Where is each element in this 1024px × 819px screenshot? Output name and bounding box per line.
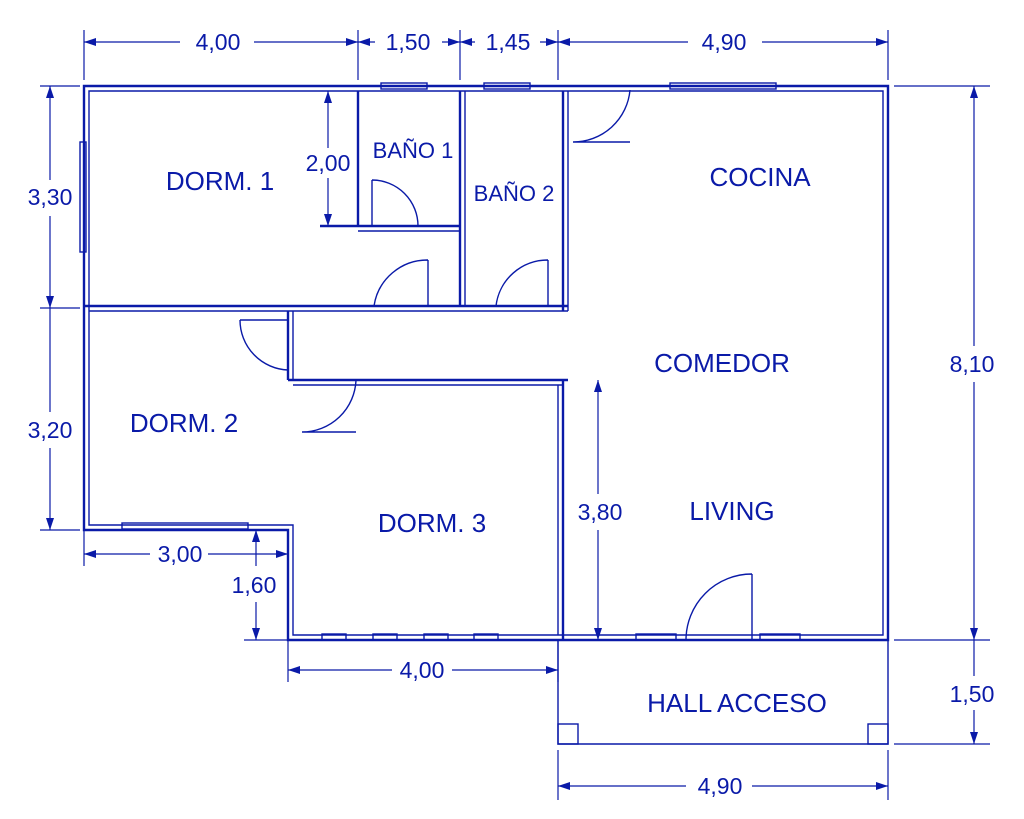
window-living-b [759,633,801,641]
room-label-dorm2: DORM. 2 [130,408,238,438]
hall-column-right [867,723,889,745]
window-bano2 [483,82,531,90]
room-label-hall: HALL ACCESO [647,688,827,718]
hall-outline [557,640,889,745]
window-cocina [669,82,777,90]
dim-bano1-inner: 2,00 [306,150,351,176]
door-dorm3 [301,379,357,433]
room-label-cocina: COCINA [709,162,811,192]
room-label-comedor: COMEDOR [654,348,790,378]
window-living-a [635,633,677,641]
hall-column-left [557,723,579,745]
dim-top-bano2: 1,45 [486,29,531,55]
dimension-arrows [46,38,978,790]
room-label-dorm3: DORM. 3 [378,508,486,538]
dim-dorm2-bottom: 3,00 [158,541,203,567]
door-bano1 [371,179,419,227]
dim-dorm3-drop: 1,60 [232,572,277,598]
dim-top-bano1: 1,50 [386,29,431,55]
dim-hall-height: 1,50 [950,681,995,707]
dim-top-cocina: 4,90 [702,29,747,55]
door-dorm2 [239,319,289,371]
windows [79,82,801,641]
window-dorm3-a [321,633,347,641]
door-bano2 [495,259,549,307]
dim-top-dorm1: 4,00 [196,29,241,55]
window-dorm2 [121,522,249,530]
outer-wall-inner [88,90,884,636]
dim-living-height: 3,80 [578,499,623,525]
window-dorm3-c [423,633,449,641]
room-label-living: LIVING [689,496,774,526]
door-dorm1 [373,259,429,307]
doors [239,89,753,641]
door-living [685,573,753,641]
dim-hall-width: 4,90 [698,773,743,799]
window-dorm3-d [473,633,499,641]
room-label-bano1: BAÑO 1 [373,138,454,163]
room-label-dorm1: DORM. 1 [166,166,274,196]
dim-left-upper: 3,30 [28,184,73,210]
dim-right-total: 8,10 [950,351,995,377]
window-dorm3-b [372,633,398,641]
window-dorm1 [79,141,87,253]
room-label-bano2: BAÑO 2 [474,181,555,206]
door-cocina [572,89,631,143]
dim-left-lower: 3,20 [28,417,73,443]
window-bano1 [380,82,428,90]
dim-dorm3-bottom: 4,00 [400,657,445,683]
